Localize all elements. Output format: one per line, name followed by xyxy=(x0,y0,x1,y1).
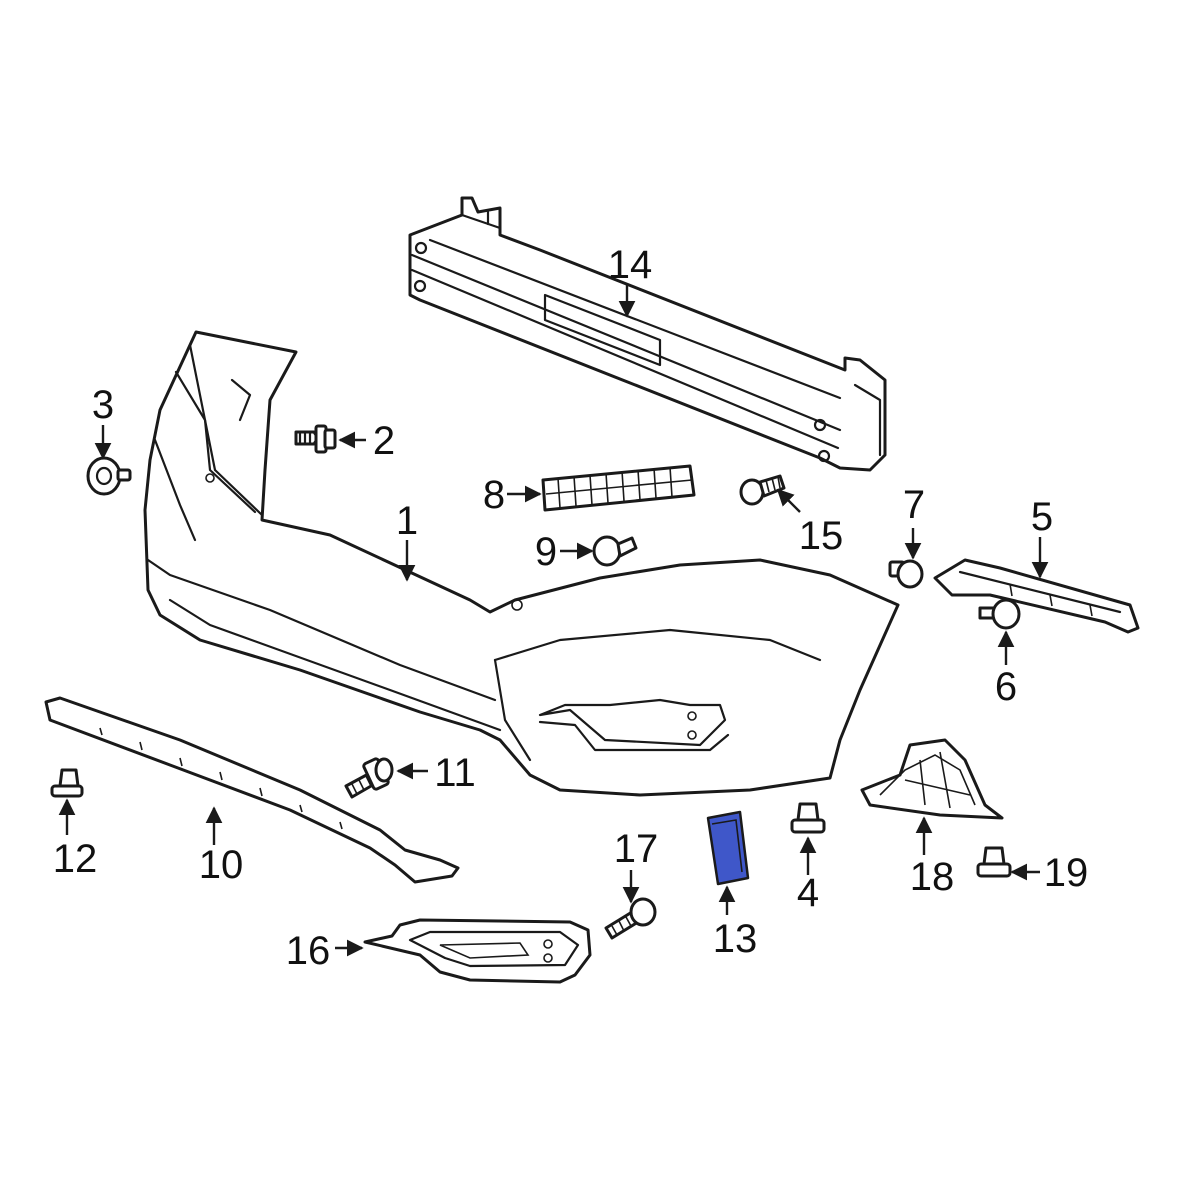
bumper-reinforcement-part-14[interactable] xyxy=(408,196,887,472)
callout-8[interactable]: 8 xyxy=(483,473,505,517)
callout-14[interactable]: 14 xyxy=(608,243,653,287)
callout-10[interactable]: 10 xyxy=(199,843,244,887)
callout-18[interactable]: 18 xyxy=(910,855,955,899)
screw-part-2[interactable] xyxy=(294,424,337,454)
reflector-part-13[interactable] xyxy=(706,810,750,886)
callout-15[interactable]: 15 xyxy=(799,514,844,558)
callout-labels: 14 3 2 1 8 9 15 7 5 6 11 12 10 17 13 4 1… xyxy=(53,243,1089,973)
side-bracket-part-5[interactable] xyxy=(933,558,1140,634)
bolt-part-15[interactable] xyxy=(739,474,786,506)
callout-5[interactable]: 5 xyxy=(1031,495,1053,539)
bolt-part-17[interactable] xyxy=(604,897,657,940)
lower-trim-part-10[interactable] xyxy=(44,696,460,884)
clip-part-12[interactable] xyxy=(50,768,84,798)
fog-bezel-part-16[interactable] xyxy=(363,918,592,984)
callout-11[interactable]: 11 xyxy=(434,751,476,795)
clip-part-4[interactable] xyxy=(790,802,826,834)
bolt-part-11[interactable] xyxy=(344,757,394,799)
clip-part-6[interactable] xyxy=(978,598,1021,630)
callout-12[interactable]: 12 xyxy=(53,837,98,881)
callout-4[interactable]: 4 xyxy=(797,871,819,915)
bumper-cover-part-1[interactable] xyxy=(143,330,900,797)
callout-13[interactable]: 13 xyxy=(713,917,758,961)
callout-1[interactable]: 1 xyxy=(396,499,418,543)
clip-part-7[interactable] xyxy=(888,559,924,589)
bracket-part-18[interactable] xyxy=(860,738,1004,820)
nut-part-3[interactable] xyxy=(86,456,132,496)
leader-lines xyxy=(58,285,1049,957)
callout-3[interactable]: 3 xyxy=(92,383,114,427)
callout-6[interactable]: 6 xyxy=(995,665,1017,709)
callout-19[interactable]: 19 xyxy=(1044,851,1089,895)
leader-15 xyxy=(776,488,801,513)
bracket-part-8[interactable] xyxy=(541,464,696,512)
callout-16[interactable]: 16 xyxy=(286,929,331,973)
callout-7[interactable]: 7 xyxy=(903,483,925,527)
callout-2[interactable]: 2 xyxy=(373,419,395,463)
callout-9[interactable]: 9 xyxy=(535,530,557,574)
clip-part-19[interactable] xyxy=(976,846,1012,878)
callout-17[interactable]: 17 xyxy=(614,827,659,871)
clip-part-9[interactable] xyxy=(592,535,638,567)
